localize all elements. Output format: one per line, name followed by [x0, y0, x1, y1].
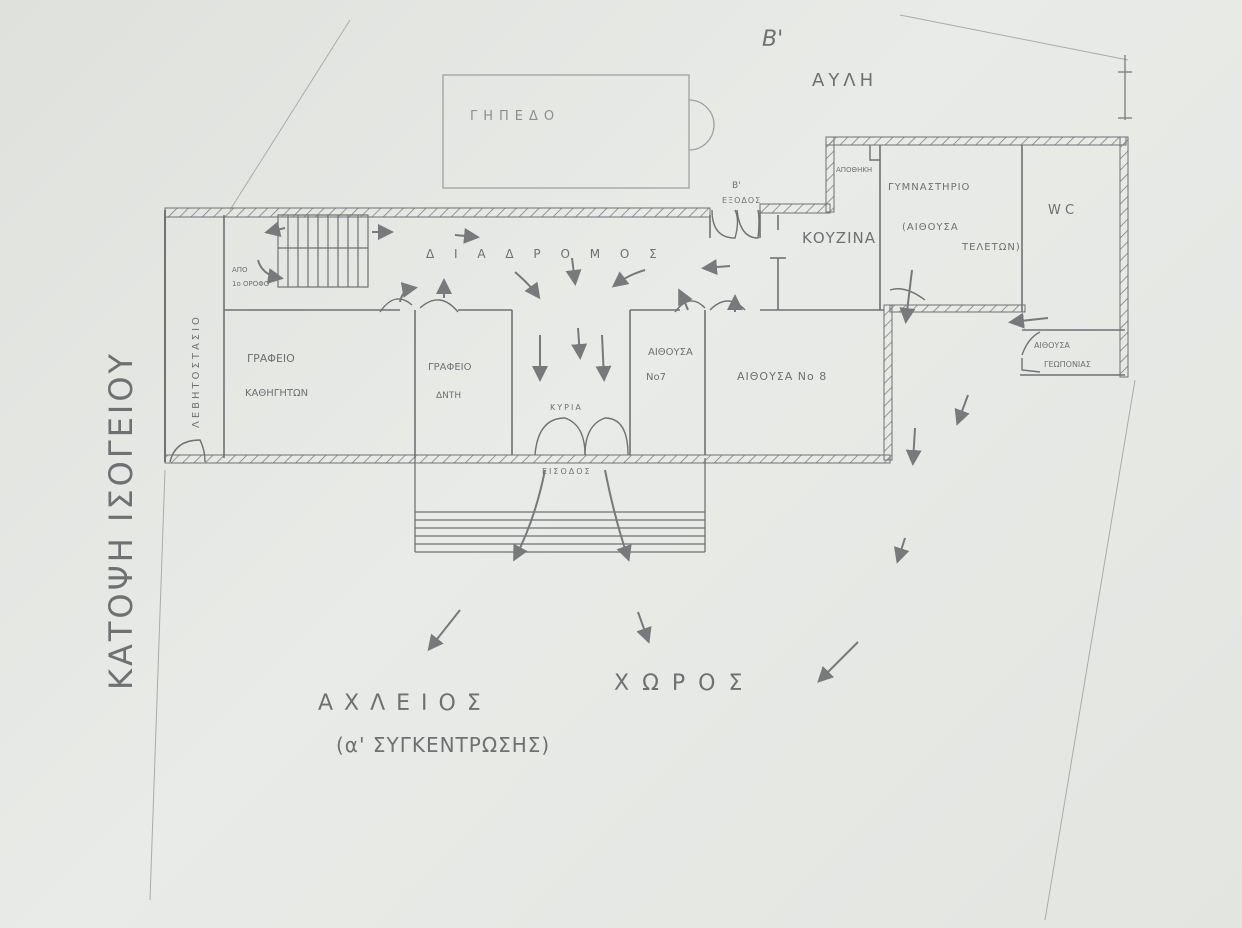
gym-label: ΓΥΜΝΑΣΤΗΡΙΟ [888, 182, 970, 193]
yard-label: ΑΥΛΗ [812, 70, 877, 91]
open-space-label: Α Χ Λ Ε Ι Ο Σ [318, 691, 483, 716]
classroom-8-label: ΑΙΘΟΥΣΑ Νο 8 [737, 370, 827, 383]
open-space-label-2: Χ Ω Ρ Ο Σ [614, 671, 745, 696]
corridor-label: Δ Ι Α Δ Ρ Ο Μ Ο Σ [426, 247, 665, 261]
wc-label: W C [1048, 203, 1074, 218]
stairs-from-label-2: 1ο ΟΡΟΦΟ [232, 280, 270, 288]
building-walls [164, 136, 1129, 464]
agri-room-label-1: ΑΙΘΟΥΣΑ [1034, 341, 1070, 350]
second-exit-label: ΕΞΟΔΟΣ [722, 196, 761, 205]
evacuation-arrows [257, 221, 1049, 683]
main-entrance-label-2: ΕΙΣΟΔΟΣ [542, 467, 592, 476]
internal-staircase [277, 214, 369, 288]
classroom-7-label-1: ΑΙΘΟΥΣΑ [648, 347, 693, 358]
yard-boundary-marker [1118, 55, 1132, 120]
teachers-office-label-2: ΚΑΘΗΓΗΤΩΝ [245, 388, 308, 399]
storage-label: ΑΠΟΘΗΚΗ [836, 166, 872, 174]
director-office-label-2: ΔΝΤΗ [436, 391, 461, 401]
gym-sublabel-1: (ΑΙΘΟΥΣΑ [902, 222, 959, 233]
kitchen-label: ΚΟΥΖΙΝΑ [802, 229, 876, 247]
main-entrance-label-1: ΚΥΡΙΑ [550, 403, 583, 412]
interior-partitions [223, 145, 1125, 458]
second-exit-number: Β' [732, 181, 741, 191]
field-label: ΓΗΠΕΔΟ [470, 109, 560, 124]
agri-room-label-2: ΓΕΩΠΟΝΙΑΣ [1044, 360, 1091, 369]
site-boundary [149, 14, 1136, 921]
classroom-7-label-2: Νο7 [646, 372, 666, 383]
entrance-steps [414, 458, 706, 553]
director-office-label-1: ΓΡΑΦΕΙΟ [428, 362, 472, 373]
sports-field [442, 74, 715, 189]
gym-sublabel-2: ΤΕΛΕΤΩΝ) [961, 242, 1021, 253]
boiler-room-label: ΛΕΒΗΤΟΣΤΑΣΙΟ [191, 314, 202, 428]
sheet-title: ΚΑΤΟΨΗ ΙΣΟΓΕΙΟΥ [102, 351, 140, 690]
teachers-office-label-1: ΓΡΑΦΕΙΟ [247, 352, 295, 365]
wing-label: Β' [762, 27, 783, 52]
stairs-from-label-1: ΑΠΟ [232, 266, 248, 274]
assembly-point-label: (α' ΣΥΓΚΕΝΤΡΩΣΗΣ) [336, 733, 550, 757]
